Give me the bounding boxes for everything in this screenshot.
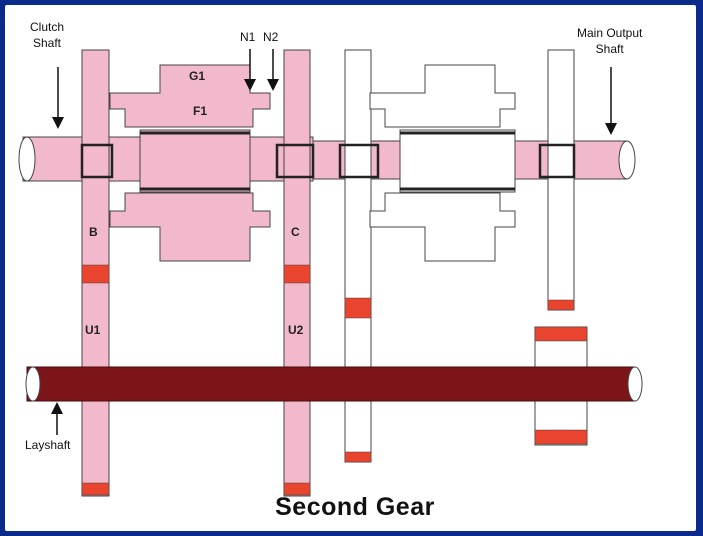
gear-reverse-teeth-a [534, 326, 588, 342]
output-shaft-end [618, 140, 636, 180]
diagram-title: Second Gear [275, 493, 435, 521]
layshaft-end-right [627, 366, 643, 402]
gear-reverse-teeth-b [534, 429, 588, 445]
c-label: C [291, 225, 300, 239]
u2-label: U2 [288, 323, 304, 337]
bearing-mid [338, 143, 380, 179]
gear-b-teeth-upper [81, 264, 110, 284]
gear-third-teeth-b [344, 451, 372, 463]
gear-first-main [547, 49, 575, 311]
gear-c [283, 49, 311, 497]
bearing-left [80, 143, 114, 179]
gear-b [81, 49, 110, 497]
collar-f1-body [109, 192, 271, 262]
layshaft-body [26, 366, 636, 402]
clutch-shaft-end [18, 136, 36, 182]
gear-c-teeth-upper [283, 264, 311, 284]
layshaft-end-left [25, 366, 41, 402]
u1-label: U1 [85, 323, 101, 337]
collar-g1-body [109, 64, 271, 128]
gearbox-diagram [18, 49, 643, 497]
gear-u1-teeth [81, 482, 110, 496]
n1-label: N1 [240, 30, 256, 44]
collar-second-lower [369, 192, 516, 262]
clutch-shaft-label: Clutch Shaft [30, 20, 65, 50]
diagram-frame: Clutch Shaft Main Output Shaft Layshaft … [3, 3, 698, 533]
collar-second-hub [399, 129, 516, 193]
bearing-out [538, 143, 576, 179]
gear-third-teeth-a [344, 297, 372, 319]
n2-label: N2 [263, 30, 279, 44]
b-label: B [89, 225, 98, 239]
layshaft-label: Layshaft [25, 438, 71, 452]
collar-second-upper [369, 64, 516, 128]
bearing-right [275, 143, 315, 179]
gear-u2-teeth [283, 482, 311, 496]
layshaft [25, 366, 643, 402]
f1-label: F1 [193, 104, 208, 118]
gear-first-teeth [547, 299, 575, 311]
collar-hub [139, 129, 251, 193]
g1-label: G1 [189, 69, 206, 83]
main-output-shaft-label: Main Output Shaft [577, 26, 643, 56]
collar-g1 [80, 64, 315, 262]
